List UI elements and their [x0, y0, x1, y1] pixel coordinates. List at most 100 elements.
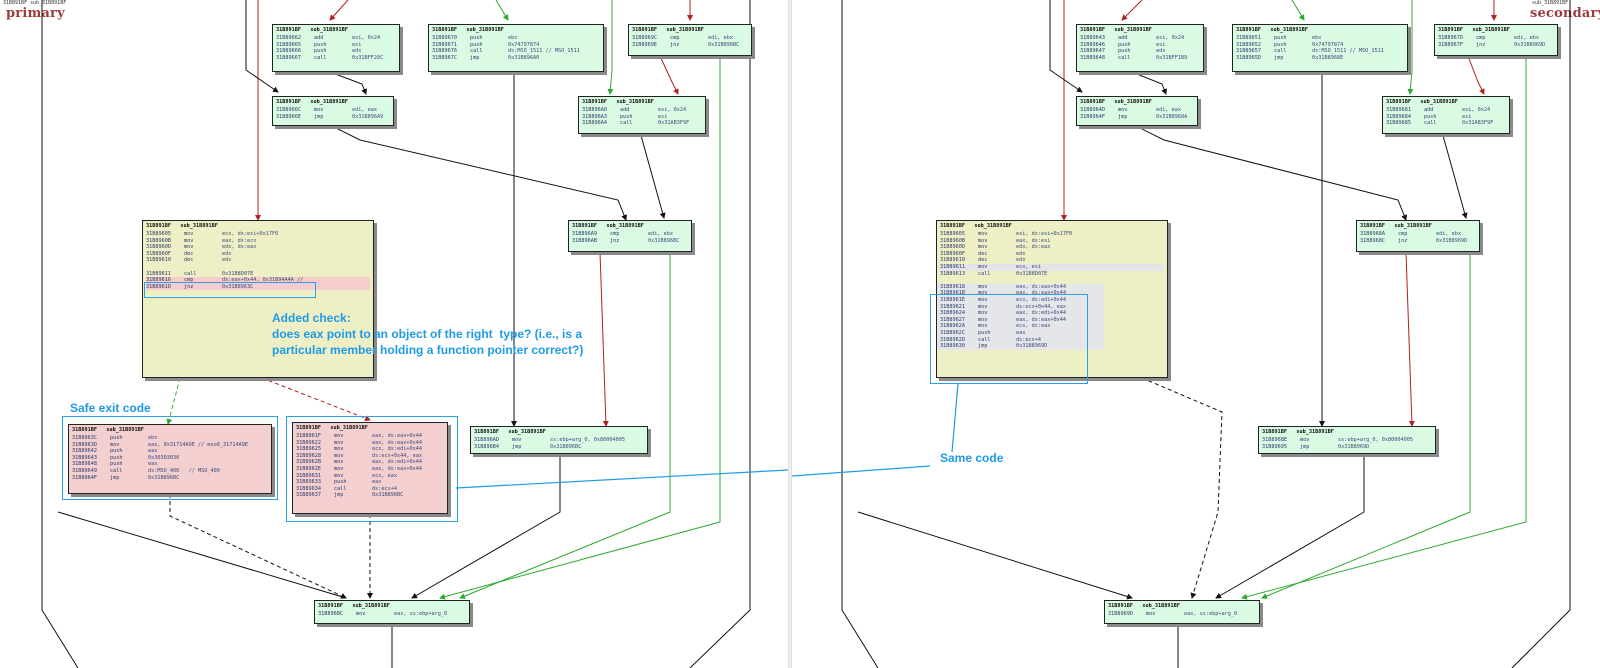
pane-splitter[interactable] [788, 0, 792, 668]
block-header: 31B891BF sub_31B891BF [72, 427, 144, 433]
block-header: 31B891BF sub_31B891BF [632, 27, 704, 33]
block-header: 31B891BF sub_31B891BF [318, 603, 390, 609]
same-code-annotation: Same code [940, 451, 1004, 465]
safe-exit-callout [62, 416, 278, 500]
pane-label-primary: primary [6, 6, 65, 21]
pane-meta-text: 31B891BF sub_31B891BF [3, 0, 67, 6]
block-header: 31B891BF sub_31B891BF [582, 99, 654, 105]
block-header: 31B891BF sub_31B891BF [1108, 603, 1180, 609]
block-header: 31B891BF sub_31B891BF [146, 223, 218, 229]
secondary-graph-pane[interactable]: sub_31B891BF secondary 31B891BF sub_3 [792, 0, 1600, 668]
added-check-highlight [144, 282, 316, 298]
block-header: 31B891BF sub_31B891BF [276, 27, 348, 33]
block-header: 31B891BF sub_31B891BF [1360, 223, 1432, 229]
block-header: 31B891BF sub_31B891BF [432, 27, 504, 33]
edges-secondary [792, 0, 1571, 668]
block-header: 31B891BF sub_31B891BF [1386, 99, 1458, 105]
block-header: 31B891BF sub_31B891BF [1438, 27, 1510, 33]
block-header: 31B891BF sub_31B891BF [276, 99, 348, 105]
pane-meta-text: sub_31B891BF [1532, 0, 1569, 6]
pane-label-secondary: secondary [1530, 6, 1600, 21]
primary-graph-pane[interactable]: 31B891BF sub_31B891BF primary [0, 0, 788, 668]
safe-exit-annotation: Safe exit code [70, 401, 151, 415]
block-header: 31B891BF sub_31B891BF [474, 429, 546, 435]
block-header: 31B891BF sub_31B891BF [940, 223, 1012, 229]
block-header: 31B891BF sub_31B891BF [1262, 429, 1334, 435]
block-header: 31B891BF sub_31B891BF [572, 223, 644, 229]
